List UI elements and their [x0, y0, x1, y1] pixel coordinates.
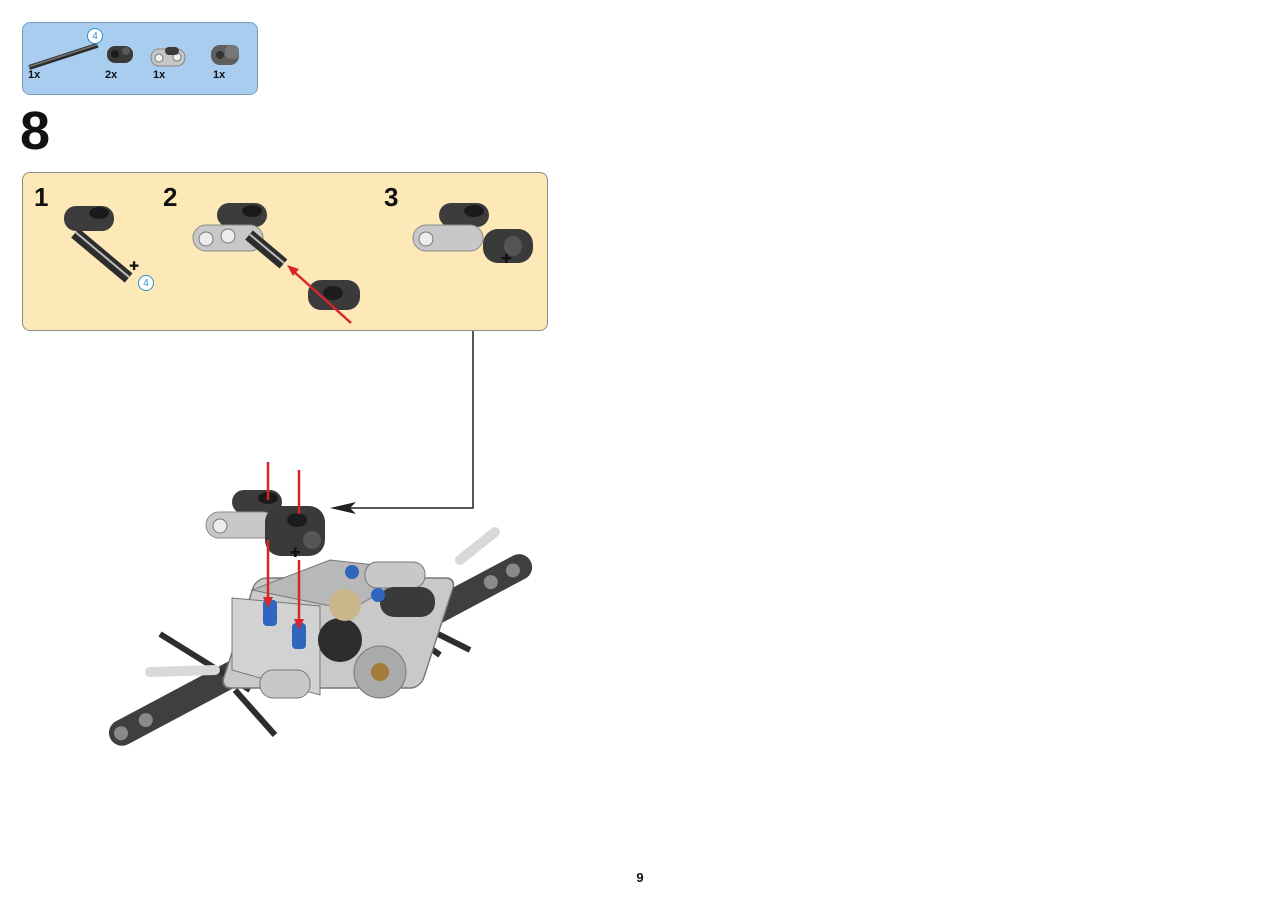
subassembly-box: 1 2 3 4 ✚ [22, 172, 548, 331]
axle-pin-connector-icon [107, 46, 133, 63]
substep-label-2: 2 [163, 182, 178, 212]
substep-1-assembly: ✚ [64, 206, 139, 283]
substep-1-axle-callout: 4 [138, 275, 154, 291]
perpendicular-connector-icon [211, 45, 239, 65]
svg-text:✚: ✚ [129, 259, 139, 273]
parts-list-box: 4 1x 2x 1x 1x [22, 22, 258, 95]
svg-text:✚: ✚ [290, 546, 301, 561]
substep-label-1: 1 [34, 182, 49, 212]
axle-part-icon [28, 42, 239, 70]
svg-text:✚: ✚ [501, 252, 512, 267]
perpendicular-connector-qty: 1x [213, 69, 226, 81]
substep-label-3: 3 [384, 182, 399, 212]
subassembly-illustration: ✚ ✚ [64, 203, 533, 324]
page-number: 9 [636, 870, 644, 885]
substep-3-assembly: ✚ [412, 203, 533, 267]
axle-qty: 1x [28, 69, 41, 81]
axle-length-callout: 4 [87, 28, 103, 44]
double-connector-qty: 1x [153, 69, 166, 81]
step-number: 8 [20, 101, 51, 161]
double-connector-icon [150, 47, 186, 67]
substep-2-assembly [192, 203, 360, 324]
axle-pin-connector-qty: 2x [105, 69, 118, 81]
